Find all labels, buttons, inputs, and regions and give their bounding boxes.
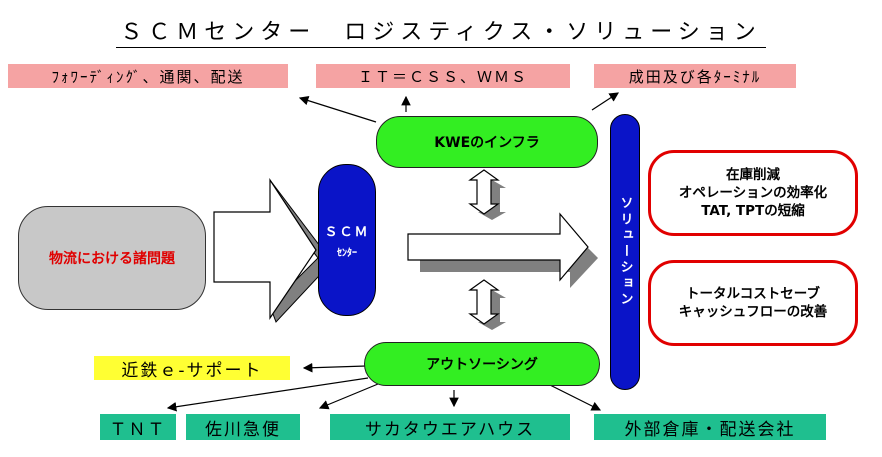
infra-pill: KWEのインフラ xyxy=(376,116,598,168)
arrow-out-to-tnt xyxy=(166,377,369,412)
scm-center-line1: ＳＣＭ xyxy=(324,225,370,240)
title-text: ＳＣＭセンター ロジスティクス・ソリューション xyxy=(116,20,766,48)
problems-box: 物流における諸問題 xyxy=(18,206,206,310)
top-box-terminal-label: 成田及び各ﾀｰﾐﾅﾙ xyxy=(628,67,762,86)
problems-label: 物流における諸問題 xyxy=(49,251,175,267)
arrow-infra-to-forwarding xyxy=(298,95,377,123)
bottom-box-tnt: ＴＮＴ xyxy=(100,414,176,440)
arrow-infra-to-terminal xyxy=(591,92,620,111)
arrow-out-to-sagawa xyxy=(318,383,379,410)
outsourcing-label: アウトソーシング xyxy=(426,357,538,373)
infra-label: KWEのインフラ xyxy=(434,135,540,151)
bottom-box-tnt-label: ＴＮＴ xyxy=(109,419,167,440)
bottom-box-sakata-label: サカタウエアハウス xyxy=(364,419,536,440)
scm-center-line2: ｾﾝﾀｰ xyxy=(337,248,357,259)
chevron-arrow-left xyxy=(213,177,333,323)
benefit-1-line2: オペレーションの効率化 xyxy=(678,185,828,201)
top-box-terminal: 成田及び各ﾀｰﾐﾅﾙ xyxy=(594,64,796,88)
top-box-it-label: ＩＴ＝ＣＳＳ、ＷＭＳ xyxy=(357,67,528,86)
benefits-box-1: 在庫削減 オペレーションの効率化 TAT, TPTの短縮 xyxy=(648,150,858,236)
block-arrow-center xyxy=(407,212,598,288)
scm-center: ＳＣＭ ｾﾝﾀｰ xyxy=(318,164,376,316)
benefit-1-line1: 在庫削減 xyxy=(726,167,780,183)
benefits-box-2: トータルコストセーブ キャッシュフローの改善 xyxy=(648,260,858,346)
top-box-forwarding-label: ﾌｫﾜｰﾃﾞｨﾝｸﾞ、通関、配送 xyxy=(51,67,245,86)
bottom-box-sakata: サカタウエアハウス xyxy=(330,414,570,440)
solution-label: ソリューション xyxy=(617,196,633,308)
double-arrow-lower xyxy=(468,279,506,330)
arrow-out-to-kintetsu xyxy=(302,362,367,373)
bottom-box-sagawa-label: 佐川急便 xyxy=(205,419,281,440)
benefit-2-line2: キャッシュフローの改善 xyxy=(678,304,828,320)
benefit-2-line1: トータルコストセーブ xyxy=(686,286,820,302)
benefit-1-line3: TAT, TPTの短縮 xyxy=(701,203,805,219)
page-title: ＳＣＭセンター ロジスティクス・ソリューション xyxy=(0,14,882,48)
bottom-box-sagawa: 佐川急便 xyxy=(186,414,300,440)
kintetsu-box: 近鉄ｅ-サポート xyxy=(94,356,290,381)
double-arrow-upper xyxy=(468,169,506,220)
bottom-box-external-label: 外部倉庫・配送会社 xyxy=(624,419,796,440)
solution-pill: ソリューション xyxy=(610,114,640,390)
kintetsu-label: 近鉄ｅ-サポート xyxy=(121,360,263,381)
top-box-forwarding: ﾌｫﾜｰﾃﾞｨﾝｸﾞ、通関、配送 xyxy=(8,64,288,88)
top-box-it: ＩＴ＝ＣＳＳ、ＷＭＳ xyxy=(316,64,570,88)
outsourcing-pill: アウトソーシング xyxy=(364,342,600,386)
bottom-box-external: 外部倉庫・配送会社 xyxy=(594,414,826,440)
